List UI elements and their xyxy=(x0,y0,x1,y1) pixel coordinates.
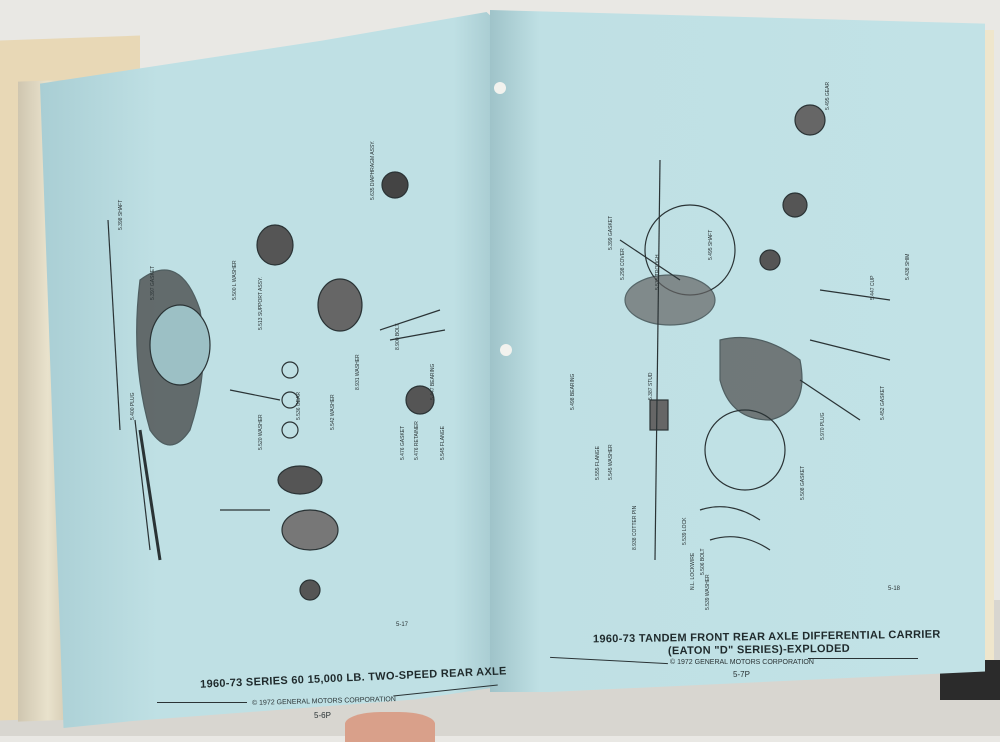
right-copyright: © 1972 GENERAL MOTORS CORPORATION xyxy=(670,659,814,666)
part-label: 5.476 RETAINER xyxy=(414,421,420,460)
part-label: 5.447 CUP xyxy=(870,275,876,300)
figure-number: 5-17 xyxy=(396,622,409,628)
part-label: 8.900 BOLT xyxy=(395,323,401,350)
part-label: 5.452 GASKET xyxy=(880,385,886,420)
part-label: 5.539 LOCK xyxy=(682,517,688,545)
part-label: 5.536 GEAR xyxy=(296,391,302,420)
right-page-number: 5-7P xyxy=(733,670,750,679)
part-label: 5.970 PLUG xyxy=(820,412,826,440)
left-exploded-diagram xyxy=(107,171,446,601)
part-label: 5.298 COVER xyxy=(620,248,626,280)
part-label: 5.545 WASHER xyxy=(608,444,614,480)
part-label: N.L. LOCKWIRE xyxy=(690,552,696,590)
part-label: 5.535 TROUGH xyxy=(655,254,661,290)
part-label: 5.397 GASKET xyxy=(150,265,156,300)
right-exploded-diagram xyxy=(619,104,891,561)
part-label: 5.545 FLANGE xyxy=(440,426,446,460)
part-label: 5.399 GASKET xyxy=(608,215,614,250)
part-label: 5.500 L WASHER xyxy=(232,260,238,300)
part-label: 5.520 WASHER xyxy=(258,414,264,450)
part-label: 5.498 BEARING xyxy=(570,373,576,410)
figure-number: 5-18 xyxy=(888,586,901,592)
part-label: 5.508 GASKET xyxy=(800,465,806,500)
part-label: 5.555 FLANGE xyxy=(595,446,601,480)
part-label: 5.506 BOLT xyxy=(700,548,706,575)
part-label: 5.539 WASHER xyxy=(705,574,711,610)
part-label: 5.476 GASKET xyxy=(400,425,406,460)
divider xyxy=(157,702,247,703)
part-label: 8.931 WASHER xyxy=(355,354,361,390)
part-label: 8.938 COTTER PIN xyxy=(632,505,638,550)
part-label: 5.398 SHAFT xyxy=(118,199,124,230)
hand xyxy=(345,712,435,742)
right-page-caption-line2: (EATON "D" SERIES)-EXPLODED xyxy=(667,642,850,658)
part-label: 5.495 SHAFT xyxy=(708,229,714,260)
part-label: 5.542 WASHER xyxy=(330,394,336,430)
part-label: 5.447 BEARING xyxy=(430,363,436,400)
part-label: 5.635 DIAPHRAGM ASSY. xyxy=(370,140,376,200)
divider xyxy=(808,658,918,659)
punch-hole xyxy=(500,344,512,356)
punch-hole xyxy=(494,82,506,94)
left-page xyxy=(40,12,510,728)
part-label: 5.438 SHIM xyxy=(905,253,911,280)
part-label: 5.387 STUD xyxy=(648,372,654,400)
part-label: 5.400 PLUG xyxy=(130,392,136,420)
part-label: 5.513 SUPPORT ASSY. xyxy=(258,276,264,330)
left-page-number: 5-6P xyxy=(314,711,331,720)
part-label: 5.495 GEAR xyxy=(825,81,831,110)
